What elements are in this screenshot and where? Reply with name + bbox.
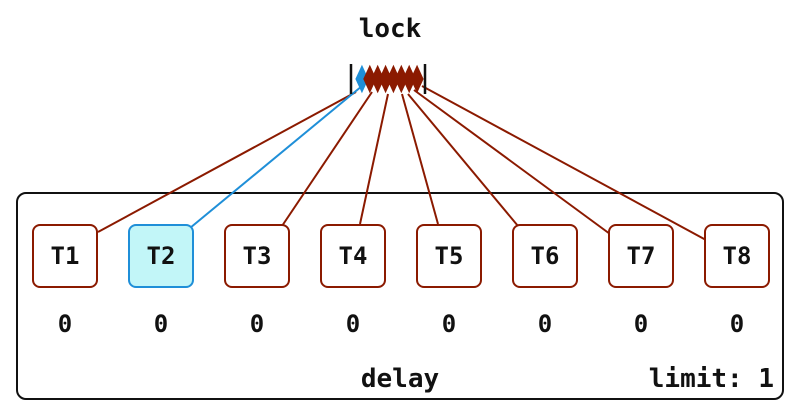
thread-box-t7[interactable]: T7	[608, 224, 674, 288]
thread-box-t8[interactable]: T8	[704, 224, 770, 288]
delay-label: delay	[360, 364, 440, 394]
thread-count-t4: 0	[345, 310, 361, 338]
thread-box-t4[interactable]: T4	[320, 224, 386, 288]
limit-label: limit: 1	[648, 364, 774, 394]
thread-count-t5: 0	[441, 310, 457, 338]
thread-label: T3	[242, 242, 272, 270]
connection-lines	[97, 85, 707, 241]
connection-line-t2	[189, 85, 363, 229]
thread-count-t3: 0	[249, 310, 265, 338]
thread-count-t6: 0	[537, 310, 553, 338]
thread-box-t5[interactable]: T5	[416, 224, 482, 288]
connection-line-t6	[407, 93, 519, 227]
thread-count-t1: 0	[57, 310, 73, 338]
connection-line-t5	[401, 93, 439, 225]
connection-line-t7	[413, 89, 611, 235]
connection-line-t1	[97, 91, 357, 233]
thread-count-t8: 0	[729, 310, 745, 338]
thread-box-t2[interactable]: T2	[128, 224, 194, 288]
thread-label: T7	[626, 242, 656, 270]
thread-box-t1[interactable]: T1	[32, 224, 98, 288]
connection-line-t8	[421, 85, 707, 241]
thread-pool-panel	[16, 192, 784, 400]
thread-box-t3[interactable]: T3	[224, 224, 290, 288]
queue-slot-icon	[410, 64, 424, 94]
lock-title: lock	[358, 14, 422, 44]
thread-box-t6[interactable]: T6	[512, 224, 578, 288]
thread-label: T4	[338, 242, 368, 270]
thread-label: T8	[722, 242, 752, 270]
lock-queue-icon	[349, 64, 427, 94]
connection-line-t4	[359, 93, 389, 225]
thread-label: T5	[434, 242, 464, 270]
thread-count-t7: 0	[633, 310, 649, 338]
thread-count-t2: 0	[153, 310, 169, 338]
thread-label: T1	[50, 242, 80, 270]
connection-line-t3	[281, 91, 373, 227]
thread-label: T6	[530, 242, 560, 270]
thread-label: T2	[146, 242, 176, 270]
